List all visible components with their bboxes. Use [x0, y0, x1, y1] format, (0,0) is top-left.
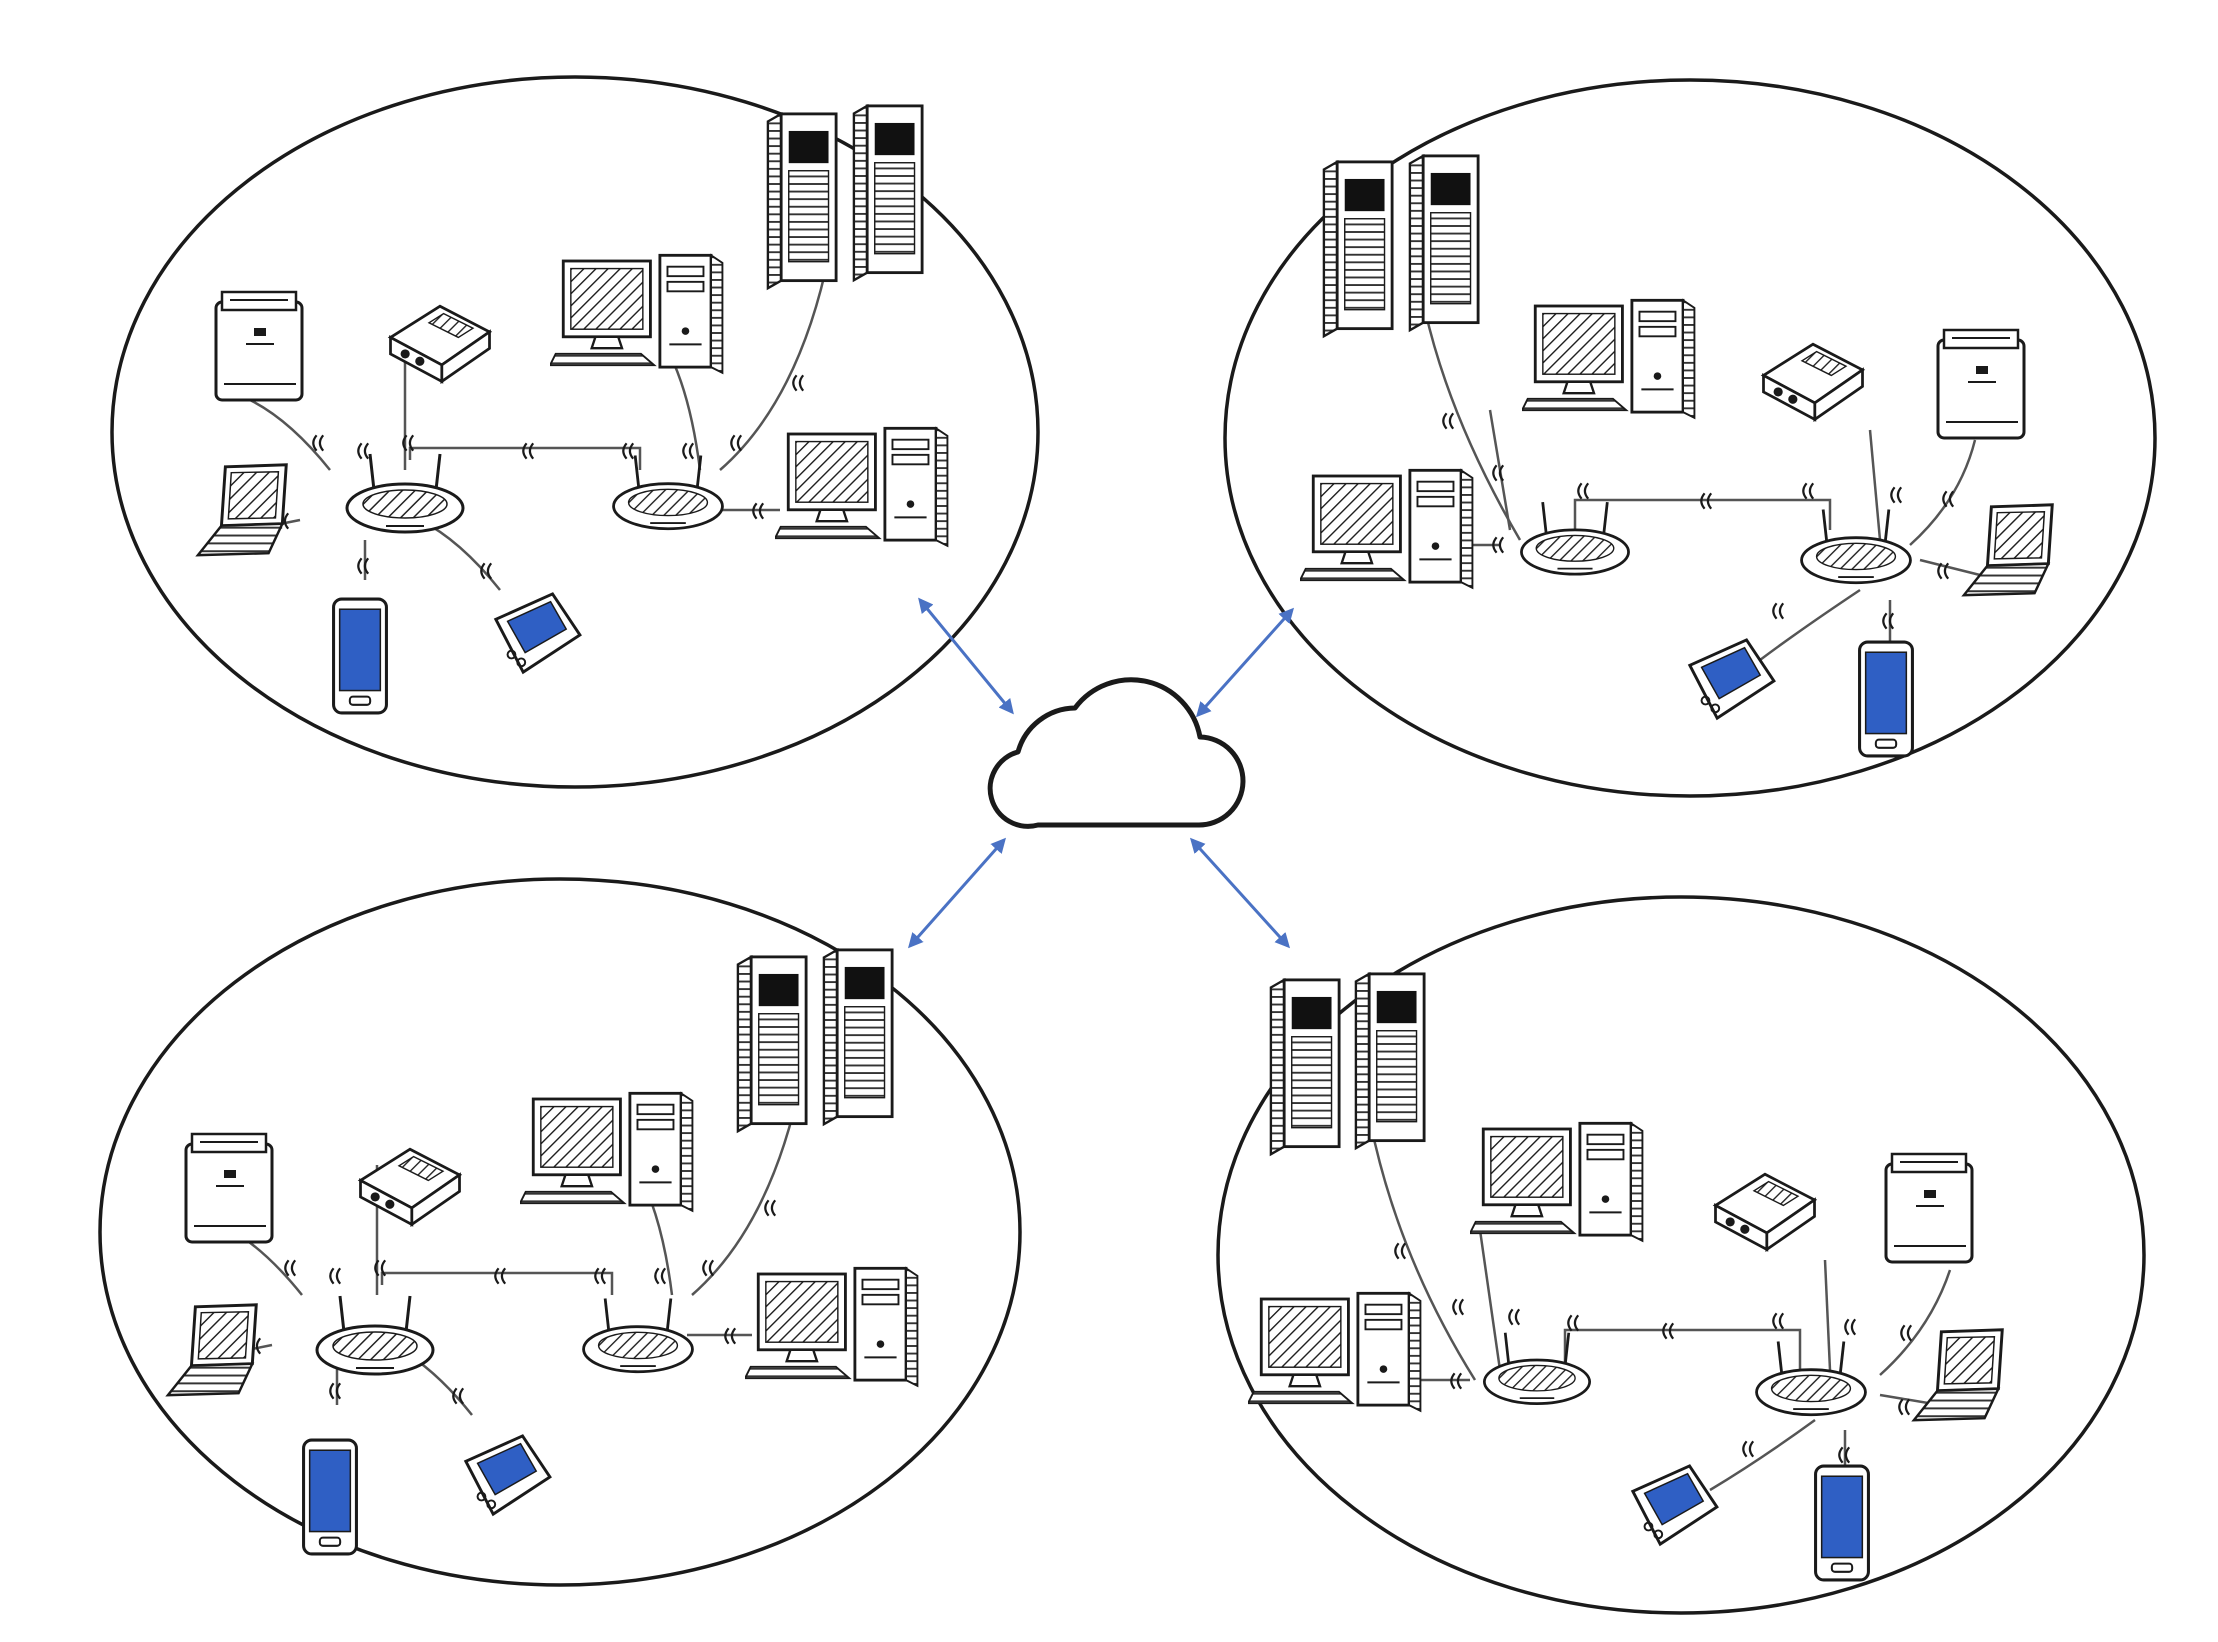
network-links [222, 1075, 802, 1415]
network-boundary [1223, 78, 2157, 798]
cloud-icon [987, 677, 1246, 829]
printer-icon [214, 290, 304, 402]
server-tower-icon [1269, 978, 1341, 1156]
projector-icon [1714, 1172, 1816, 1251]
desktop-computer-icon [1300, 468, 1474, 590]
desktop-computer-icon [1522, 298, 1696, 420]
server-tower-icon [1354, 972, 1426, 1150]
laptop-icon [1962, 503, 2054, 597]
network-links [1423, 309, 1981, 662]
desktop-computer-icon [745, 1266, 919, 1388]
network-top-right [1223, 78, 2157, 798]
desktop-computer-icon [775, 426, 949, 548]
smartphone-icon [1857, 640, 1915, 758]
printer-icon [184, 1132, 274, 1244]
printer-icon [1884, 1152, 1974, 1264]
network-top-left [110, 75, 1040, 789]
server-tower-icon [1408, 154, 1480, 332]
desktop-computer-icon [1248, 1291, 1422, 1413]
laptop-icon [196, 463, 288, 557]
arrow-top-left [918, 597, 1014, 715]
desktop-computer-icon [1470, 1121, 1644, 1243]
pda-icon [494, 592, 582, 674]
network-boundary [98, 877, 1022, 1587]
network-links [250, 250, 830, 590]
desktop-computer-icon [550, 253, 724, 375]
projector-icon [359, 1147, 461, 1226]
server-tower-icon [736, 955, 808, 1133]
wireless-router-icon [1754, 1339, 1868, 1417]
server-tower-icon [852, 104, 924, 282]
laptop-icon [166, 1303, 258, 1397]
printer-icon [1936, 328, 2026, 440]
desktop-computer-icon [520, 1091, 694, 1213]
pda-icon [464, 1434, 552, 1516]
smartphone-icon [1813, 1464, 1871, 1582]
network-links [1370, 1129, 1952, 1492]
smartphone-icon [301, 1438, 359, 1556]
pda-icon [1631, 1464, 1719, 1546]
network-bottom-left [98, 877, 1022, 1587]
server-tower-icon [1322, 160, 1394, 338]
projector-icon [1762, 342, 1864, 421]
server-tower-icon [766, 112, 838, 290]
wireless-router-icon [611, 453, 725, 531]
wireless-router-icon [315, 1294, 435, 1376]
arrow-top-right [1195, 607, 1295, 718]
laptop-icon [1912, 1328, 2004, 1422]
network-boundary [110, 75, 1040, 789]
wireless-router-icon [581, 1296, 695, 1374]
smartphone-icon [331, 597, 389, 715]
server-tower-icon [822, 948, 894, 1126]
arrow-bottom-left [908, 837, 1006, 949]
connector-arrows [908, 597, 1295, 949]
network-bottom-right [1216, 895, 2146, 1615]
arrow-bottom-right [1189, 837, 1291, 949]
wireless-router-icon [1482, 1331, 1592, 1406]
wireless-router-icon [1799, 507, 1913, 585]
pda-icon [1688, 638, 1776, 720]
internet-cloud [987, 677, 1246, 829]
network-boundary [1216, 895, 2146, 1615]
